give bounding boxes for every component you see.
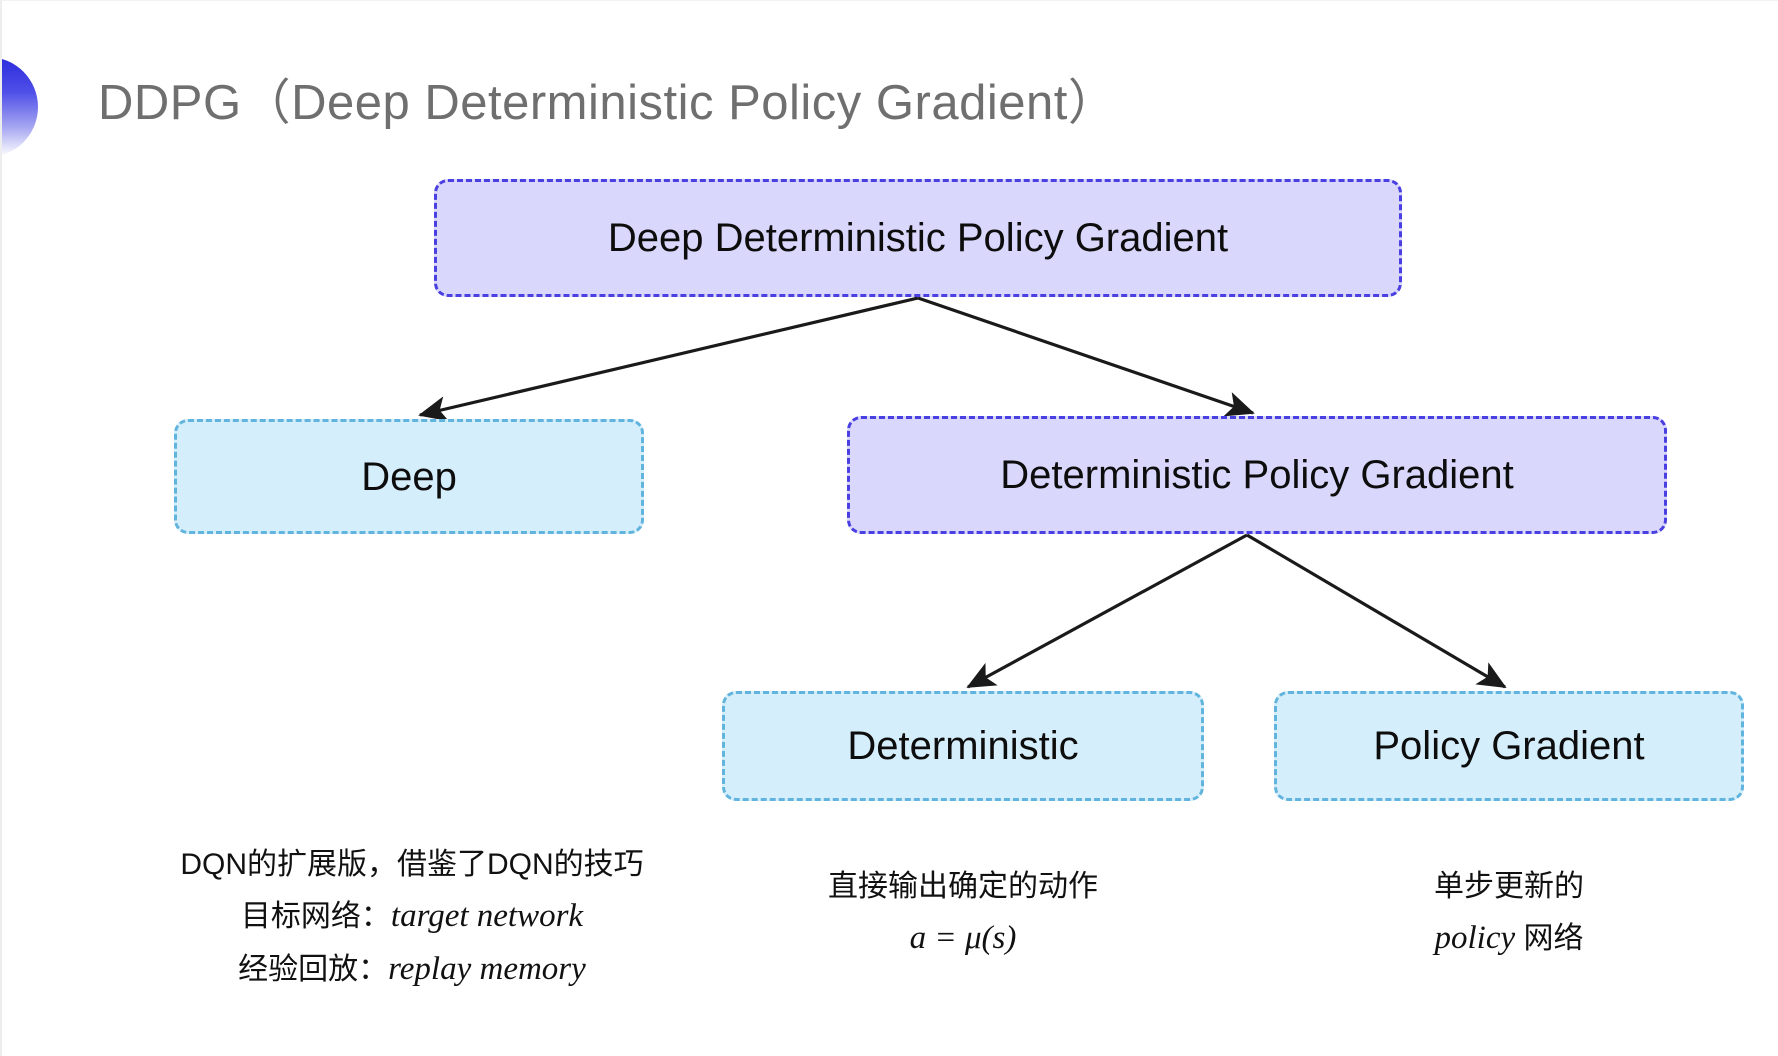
half-circle-gradient-icon	[2, 57, 38, 157]
annotation-deep-line1: DQN的扩展版，借鉴了DQN的技巧	[180, 848, 644, 881]
annotation-policy-gradient-term: policy	[1434, 919, 1516, 956]
annotation-policy-gradient-line2: policy 网络	[1274, 912, 1744, 965]
annotation-deterministic-formula: a = μ(s)	[909, 919, 1017, 956]
annotation-deep-line3-term: replay memory	[388, 951, 586, 988]
annotation-deterministic: 直接输出确定的动作 a = μ(s)	[722, 863, 1204, 965]
annotation-deep-line3: 经验回放：replay memory	[152, 943, 672, 996]
node-deep-deterministic-policy-gradient[interactable]: Deep Deterministic Policy Gradient	[434, 179, 1402, 297]
annotation-deep-line3-label: 经验回放：	[238, 953, 389, 987]
annotation-policy-gradient: 单步更新的 policy 网络	[1274, 863, 1744, 965]
annotation-policy-gradient-suffix: 网络	[1515, 921, 1584, 955]
annotation-deterministic-line1: 直接输出确定的动作	[828, 870, 1098, 903]
annotation-deep-line2: 目标网络：target network	[152, 890, 672, 943]
node-policy-gradient[interactable]: Policy Gradient	[1274, 691, 1744, 801]
annotation-policy-gradient-line1: 单步更新的	[1434, 870, 1584, 903]
node-deterministic[interactable]: Deterministic	[722, 691, 1204, 801]
annotation-deep: DQN的扩展版，借鉴了DQN的技巧 目标网络：target network 经验…	[152, 841, 672, 997]
annotation-deep-line2-term: target network	[390, 897, 584, 934]
node-deterministic-policy-gradient[interactable]: Deterministic Policy Gradient	[847, 416, 1667, 534]
edge-dpg-to-deterministic	[966, 533, 1248, 689]
edge-root-to-dpg	[917, 296, 1255, 417]
annotation-deep-line2-label: 目标网络：	[240, 899, 391, 933]
node-deep[interactable]: Deep	[174, 419, 644, 534]
page-title: DDPG（Deep Deterministic Policy Gradient）	[98, 76, 1118, 130]
edge-root-to-deep	[418, 296, 919, 422]
edge-dpg-to-policy-gradient	[1246, 533, 1507, 689]
